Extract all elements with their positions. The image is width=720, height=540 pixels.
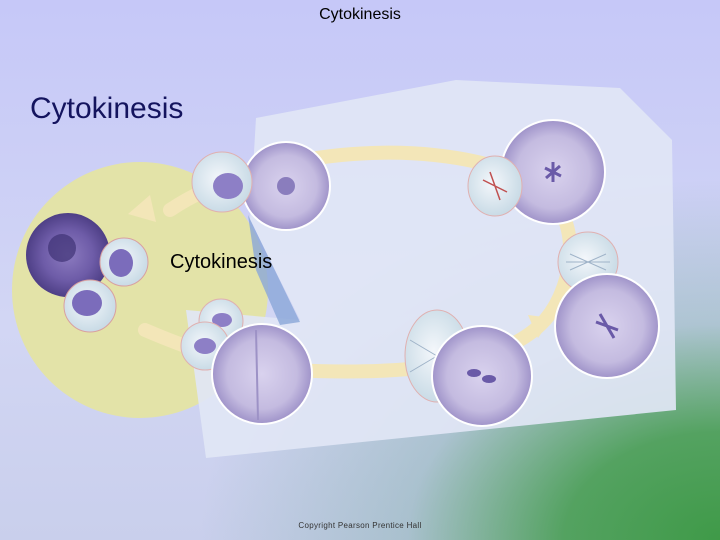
telophase-micrograph: [431, 325, 533, 427]
cytokinesis-micrograph: [211, 323, 313, 425]
copyright-text: Copyright Pearson Prentice Hall: [298, 521, 422, 530]
header-title: Cytokinesis: [319, 6, 401, 23]
stage-label: Cytokinesis: [170, 251, 273, 273]
panel-fold: [248, 215, 300, 325]
main-title: Cytokinesis: [30, 92, 184, 125]
cycle-arrow-icon: [528, 315, 552, 338]
cycle-arrow-icon: [128, 195, 156, 222]
